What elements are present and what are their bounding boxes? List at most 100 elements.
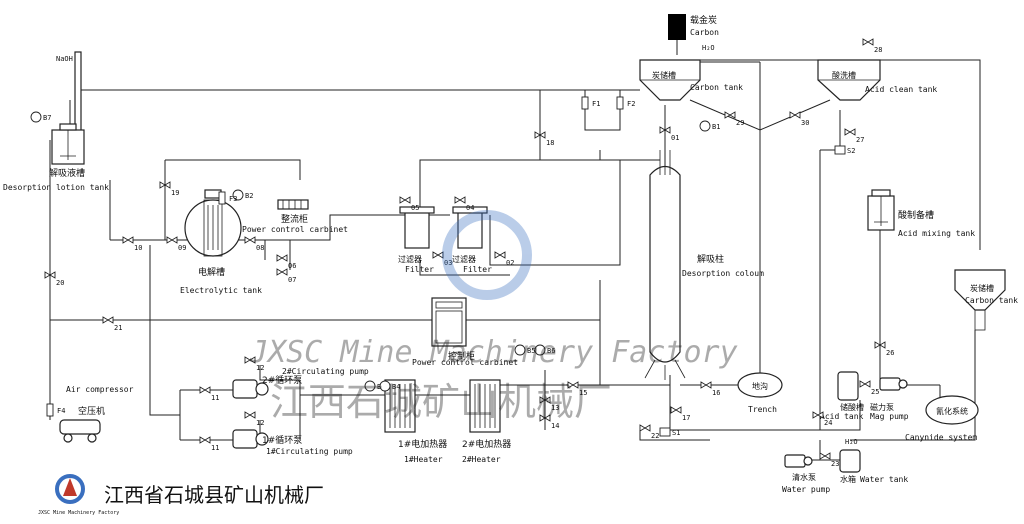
- instruments: B1B2B3B4B5B6B7F1F2F3F4S1S2: [30, 96, 855, 437]
- valve-symbol: [494, 251, 506, 259]
- valve-symbol: [159, 181, 171, 189]
- watermark-en: JXSC Mine Machinery Factory: [249, 335, 738, 370]
- mag-pump-en-label: Mag pump: [870, 412, 909, 421]
- valve-number: 12: [256, 419, 264, 427]
- valve-number: 02: [506, 259, 514, 267]
- valve-number: 29: [736, 119, 744, 127]
- instrument-b1: B1: [699, 120, 720, 132]
- electrolytic-en-label: Electrolytic tank: [180, 286, 262, 295]
- filter-2: 过滤器 Filter: [452, 206, 492, 274]
- valve-symbol: [862, 38, 874, 46]
- valve-symbol: [102, 316, 114, 324]
- valve-number: 24: [824, 419, 832, 427]
- company-logo: JXSC Mine Machinery Factory: [38, 474, 119, 516]
- filter-2-en-label: Filter: [463, 265, 492, 274]
- carbon-tank2-en-label: Carbon tank: [965, 296, 1018, 305]
- pressure-gauge-icon: [379, 380, 391, 392]
- valve-number: 12: [256, 364, 264, 372]
- valve-04: 04: [454, 196, 474, 212]
- instrument-b4: B4: [379, 380, 400, 392]
- flowmeter-icon: [218, 191, 226, 205]
- water-pump: 清水泵 Water pump: [782, 454, 830, 494]
- carbon-tank2-cn-label: 炭储槽: [970, 283, 994, 293]
- valve-number: 10: [134, 244, 142, 252]
- instrument-f4: F4: [46, 403, 65, 417]
- instrument-s1: S1: [659, 427, 680, 437]
- valve-number: 26: [886, 349, 894, 357]
- acid-mix-cn-label: 酸制备槽: [898, 209, 934, 221]
- valve-symbol: [199, 386, 211, 394]
- valve-02: 02: [494, 251, 514, 267]
- valve-symbol: [244, 236, 256, 244]
- valve-symbol: [534, 131, 546, 139]
- strainer-icon: [834, 145, 846, 155]
- valve-20: 20: [44, 271, 64, 287]
- valve-number: 19: [171, 189, 179, 197]
- trench-en-label: Trench: [748, 405, 777, 414]
- water-tank: H₂O 水箱 Water tank: [839, 438, 908, 484]
- naoh-label: NaOH: [56, 55, 73, 63]
- mag-pump-cn-label: 磁力泵: [870, 402, 894, 412]
- valve-13: 13: [539, 396, 559, 412]
- valve-symbol: [789, 111, 801, 119]
- filter-1-cn-label: 过滤器: [398, 254, 422, 264]
- instrument-b2: B2: [232, 189, 253, 201]
- instrument-tag: B1: [712, 123, 720, 131]
- valve-number: 11: [211, 394, 219, 402]
- heater2-cn-label: 2#电加热器: [462, 438, 511, 450]
- valve-16: 16: [700, 381, 720, 397]
- instrument-tag: F3: [229, 195, 237, 203]
- valve-number: 15: [579, 389, 587, 397]
- water-pump-cn-label: 清水泵: [792, 472, 816, 482]
- footer: JXSC Mine Machinery Factory 江西省石城县矿山机械厂: [38, 474, 324, 516]
- valve-number: 25: [871, 388, 879, 396]
- rectifier-en-label: Power control carbinet: [242, 225, 348, 234]
- valve-symbol: [659, 126, 671, 134]
- carbon-cn-label: 载金炭: [690, 14, 717, 26]
- valve-symbol: [567, 381, 579, 389]
- carbon-tank-2: 炭储槽 Carbon tank: [954, 269, 1018, 331]
- desorption-lotion-en-label: Desorption lotion tank: [3, 183, 109, 192]
- instrument-tag: B4: [392, 383, 400, 391]
- valve-symbol: [454, 196, 466, 204]
- valve-number: 03: [444, 259, 452, 267]
- valve-23: 23: [819, 452, 839, 468]
- carbon-feed: 载金炭 Carbon H₂O: [668, 14, 719, 55]
- instrument-b5: B5: [514, 344, 535, 356]
- flowmeter-icon: [581, 96, 589, 110]
- valve-number: 21: [114, 324, 122, 332]
- air-compressor-cn-label: 空压机: [78, 405, 105, 417]
- acid-clean-tank: 酸洗槽 Acid clean tank: [817, 59, 937, 101]
- cyanide-system: 氰化系统 Canynide system: [905, 395, 979, 442]
- acid-tank: 储酸槽 Acid tank: [820, 371, 864, 421]
- valve-symbol: [399, 196, 411, 204]
- loaded-carbon-block: [668, 14, 686, 40]
- valve-number: 20: [56, 279, 64, 287]
- valve-21: 21: [102, 316, 122, 332]
- valve-number: 18: [546, 139, 554, 147]
- pressure-gauge-icon: [232, 189, 244, 201]
- valve-symbol: [639, 424, 651, 432]
- valve-30: 30: [789, 111, 809, 127]
- filter-1-en-label: Filter: [405, 265, 434, 274]
- valve-symbol: [724, 111, 736, 119]
- valve-number: 01: [671, 134, 679, 142]
- filter-1: 过滤器 Filter: [398, 206, 435, 274]
- instrument-tag: B7: [43, 114, 51, 122]
- electrolytic-cn-label: 电解槽: [198, 266, 225, 278]
- instrument-tag: B6: [547, 347, 555, 355]
- instrument-s2: S2: [834, 145, 855, 155]
- control-cabinet-en-label: Power control carbinet: [412, 358, 518, 367]
- valve-number: 28: [874, 46, 882, 54]
- valve-11b: 11: [199, 436, 219, 452]
- trench-cn-label: 地沟: [752, 381, 768, 391]
- valve-15: 15: [567, 381, 587, 397]
- circulating-pump-1: 1#循环泵 1#Circulating pump: [232, 429, 353, 456]
- pump1-cn-label: 1#循环泵: [262, 434, 302, 446]
- valve-26: 26: [874, 341, 894, 357]
- acid-mixing-tank: 酸制备槽 Acid mixing tank: [867, 189, 975, 238]
- valve-symbol: [700, 381, 712, 389]
- instrument-tag: B5: [527, 347, 535, 355]
- valve-symbol: [199, 436, 211, 444]
- valve-symbol: [166, 236, 178, 244]
